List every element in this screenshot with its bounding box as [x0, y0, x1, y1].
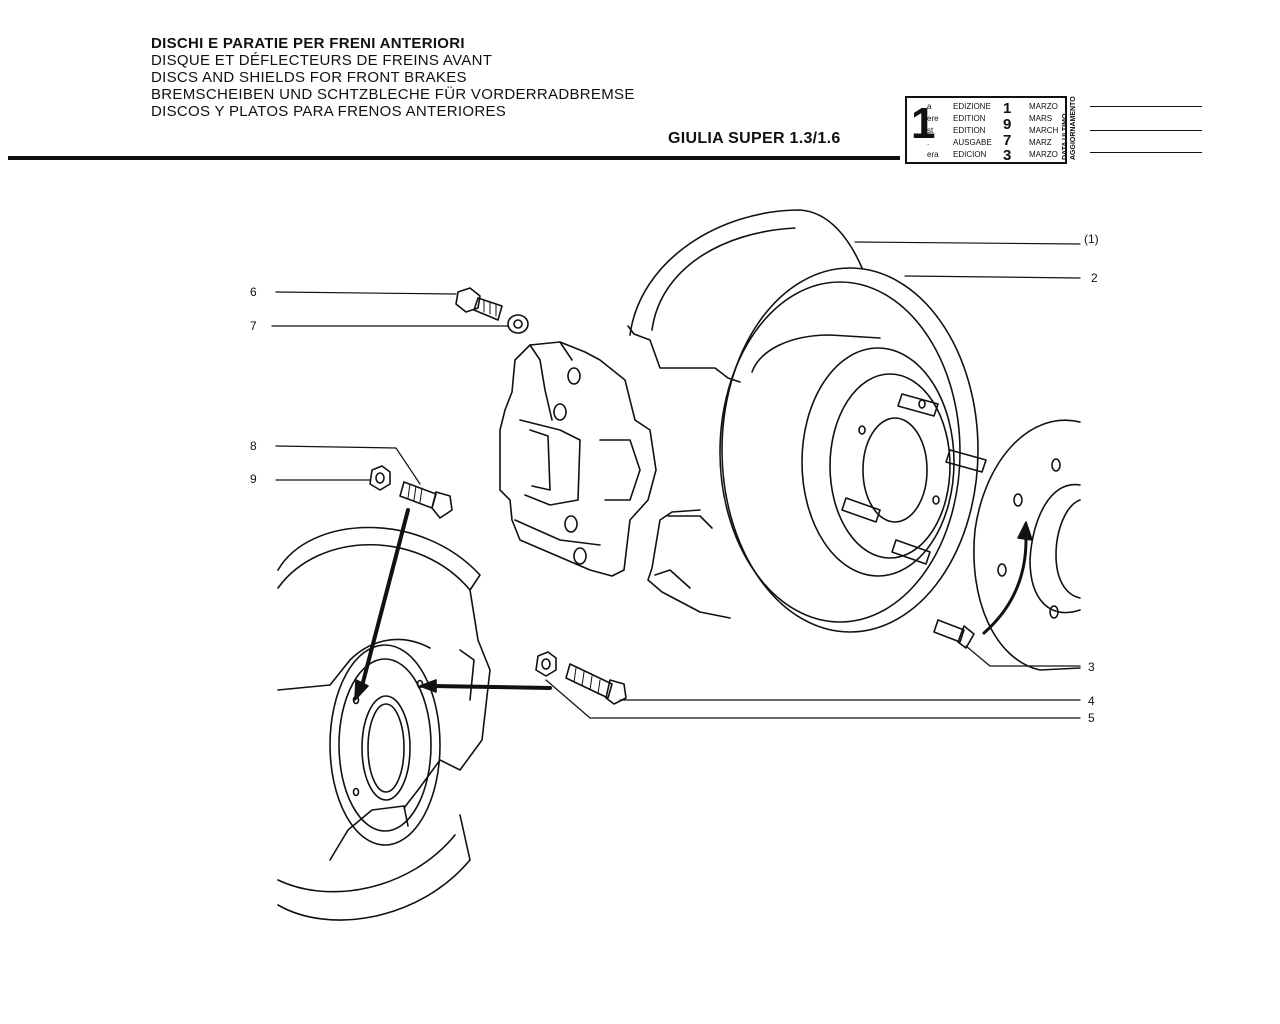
- title-german: BREMSCHEIBEN UND SCHTZBLECHE FÜR VORDERR…: [151, 86, 635, 103]
- title-french: DISQUE ET DÉFLECTEURS DE FREINS AVANT: [151, 52, 493, 69]
- wheel-hub: [973, 419, 1081, 671]
- edition-year-digit: 9: [1003, 116, 1012, 133]
- edition-suffix: a: [927, 102, 932, 111]
- edition-year-digit: 1: [1003, 100, 1012, 117]
- callout-3: 3: [1088, 660, 1095, 674]
- title-block: DISCHI E PARATIE PER FRENI ANTERIORI DIS…: [151, 35, 635, 120]
- brake-caliper: [499, 341, 657, 577]
- header-rule: [8, 156, 900, 160]
- assembly-arrow: [354, 508, 552, 701]
- bolt: [565, 663, 627, 705]
- edition-month: MARCH: [1029, 126, 1059, 135]
- leader-line-8: [275, 445, 421, 485]
- brake-disc: [719, 267, 979, 633]
- edition-month: MARZO: [1029, 102, 1058, 111]
- edition-word: EDITION: [953, 114, 986, 123]
- title-italian: DISCHI E PARATIE PER FRENI ANTERIORI: [151, 35, 465, 52]
- leader-lines: [271, 241, 1081, 719]
- edition-suffix: era: [927, 150, 939, 159]
- edition-suffix: st: [927, 126, 934, 135]
- edition-month: MARZO: [1029, 150, 1058, 159]
- edition-suffix: ere: [927, 114, 939, 123]
- update-line: [1090, 106, 1202, 107]
- caliper-bolt: [455, 287, 503, 321]
- edition-month: MARZ: [1029, 138, 1052, 147]
- brake-shield: [277, 526, 491, 921]
- callout-2: 2: [1091, 271, 1098, 285]
- edition-word: EDICION: [953, 150, 987, 159]
- edition-year-digit: 7: [1003, 132, 1012, 149]
- title-english: DISCS AND SHIELDS FOR FRONT BRAKES: [151, 69, 467, 86]
- update-line: [1090, 152, 1202, 153]
- wheel-stud: [841, 393, 987, 565]
- edition-suffix: .: [927, 138, 930, 147]
- edition-month: MARS: [1029, 114, 1053, 123]
- leader-line-3: [965, 645, 1081, 667]
- edition-word: EDIZIONE: [953, 102, 991, 111]
- update-line: [1090, 130, 1202, 131]
- edition-word: AUSGABE: [953, 138, 992, 147]
- callout-4: 4: [1088, 694, 1095, 708]
- leader-line-6: [275, 291, 457, 295]
- callout-6: 6: [250, 285, 257, 299]
- callout-8: 8: [250, 439, 257, 453]
- edition-word: EDITION: [953, 126, 986, 135]
- edition-box: 1 a EDIZIONE MARZO ere EDITION MARS st E…: [905, 96, 1067, 164]
- callout-9: 9: [250, 472, 257, 486]
- nut: [535, 651, 557, 677]
- model-name: GIULIA SUPER 1.3/1.6: [668, 130, 841, 147]
- leader-line-1: [854, 241, 1081, 245]
- brake-shield: [627, 209, 863, 619]
- edition-year-digit: 3: [1003, 147, 1012, 164]
- leader-line-5: [545, 679, 1081, 719]
- bolt: [933, 619, 975, 649]
- callout-1: (1): [1084, 232, 1099, 246]
- mounting-bolt: [399, 481, 453, 519]
- leader-line-2: [904, 275, 1081, 279]
- edition-number: 1: [911, 99, 936, 148]
- title-spanish: DISCOS Y PLATOS PARA FRENOS ANTERIORES: [151, 103, 507, 120]
- washer: [507, 314, 529, 334]
- callout-7: 7: [250, 319, 257, 333]
- mounting-nut: [369, 465, 391, 491]
- callout-5: 5: [1088, 711, 1095, 725]
